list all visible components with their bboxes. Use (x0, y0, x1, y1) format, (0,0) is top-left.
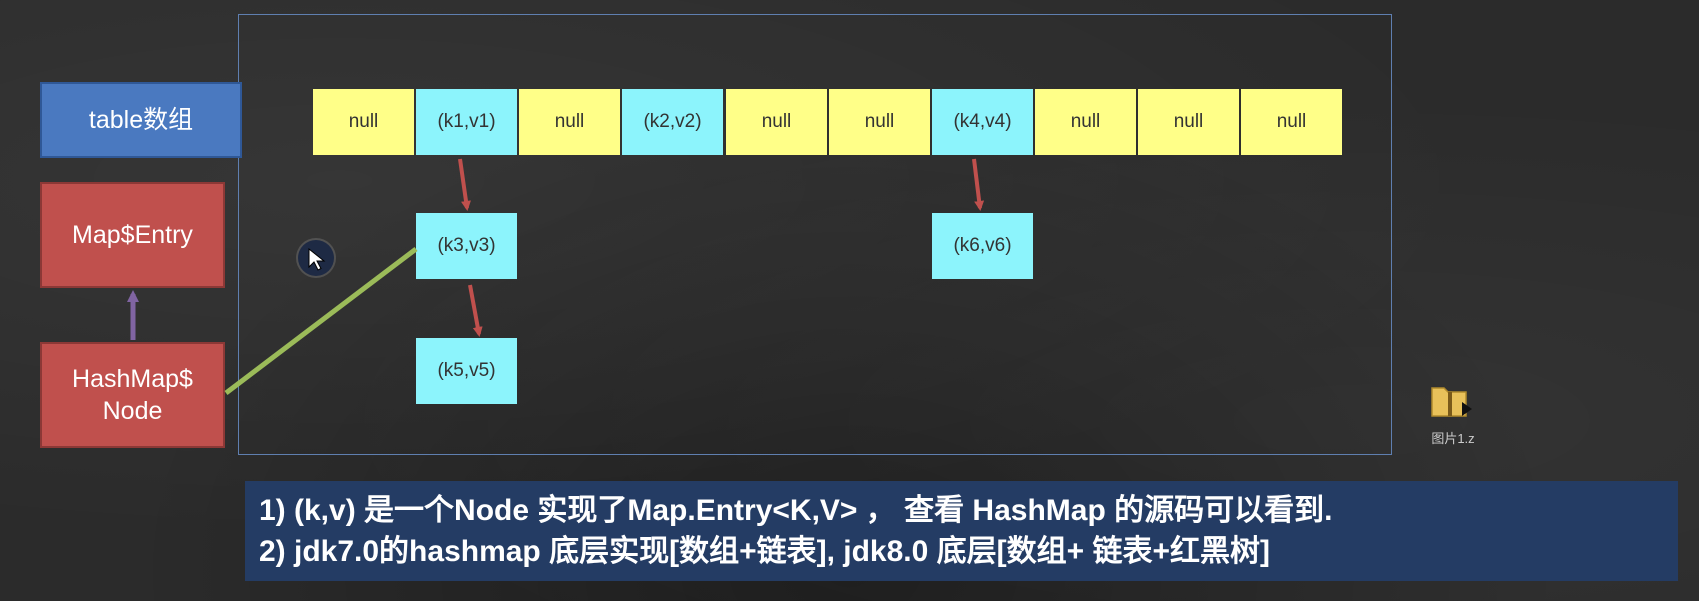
cursor-icon (298, 240, 334, 276)
map-entry-box: Map$Entry (40, 182, 225, 288)
note-line-2: 2) jdk7.0的hashmap 底层实现[数组+链表], jdk8.0 底层… (259, 535, 1271, 568)
table-cell-8: null (1138, 89, 1239, 155)
arrow-k4-to-k6 (972, 158, 985, 211)
table-cell-2: null (519, 89, 620, 155)
arrow-k1-to-k3 (458, 158, 471, 211)
table-array-box: table数组 (40, 82, 242, 158)
hashmap-node-label-line1: HashMap$ (72, 364, 193, 393)
diagram-frame (238, 14, 1392, 455)
zip-folder-icon[interactable] (1428, 378, 1472, 422)
arrow-k3-to-k5 (468, 284, 483, 337)
table-cell-4: null (726, 89, 827, 155)
notes-panel: 1) (k,v) 是一个Node 实现了Map.Entry<K,V> ， 查看 … (245, 481, 1678, 581)
table-cell-6: (k4,v4) (932, 89, 1033, 155)
map-entry-label: Map$Entry (72, 220, 193, 249)
table-cell-9: null (1241, 89, 1342, 155)
hashmap-node-label-line2: Node (102, 397, 163, 425)
hashmap-node-box: HashMap$ Node (40, 342, 225, 448)
chain-node-k6: (k6,v6) (932, 213, 1033, 279)
table-cell-3: (k2,v2) (622, 89, 723, 155)
table-cell-0: null (313, 89, 414, 155)
zip-file-label: 图片1.z (1431, 431, 1475, 446)
chain-node-k5: (k5,v5) (416, 338, 517, 404)
table-cell-5: null (829, 89, 930, 155)
connector-node-to-k3 (224, 247, 418, 395)
note-line-1: 1) (k,v) 是一个Node 实现了Map.Entry<K,V> ， 查看 … (259, 494, 1333, 527)
table-cell-7: null (1035, 89, 1136, 155)
chain-node-k3: (k3,v3) (416, 213, 517, 279)
table-cell-1: (k1,v1) (416, 89, 517, 155)
table-array-label: table数组 (88, 105, 194, 134)
